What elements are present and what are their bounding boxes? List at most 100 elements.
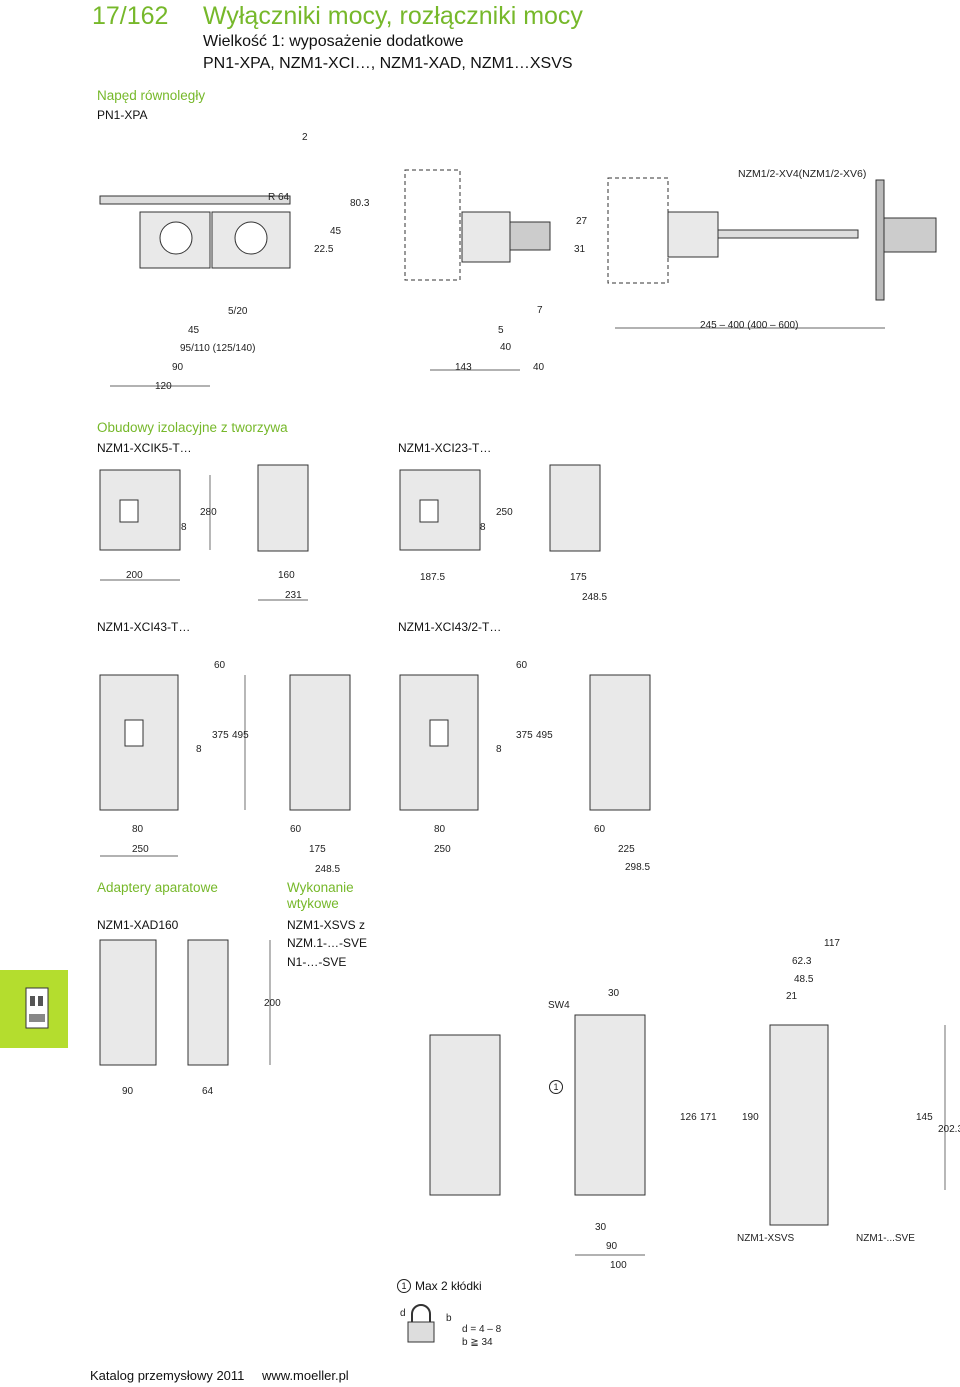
enclosure-xcik5-front [99,469,181,551]
dim-drive-13: 7 [537,305,543,316]
dim-d-2: 375 [516,730,533,741]
dim-d-7: 225 [618,844,635,855]
drive-shaft [717,229,859,239]
dim-b-0: 8 [480,522,486,533]
dim-c-2: 375 [212,730,229,741]
dim-drive-10: 90 [172,362,184,373]
dim-c-3: 495 [232,730,249,741]
enclosure-xci43-2-side [589,674,651,811]
dim-b-2: 187.5 [420,572,445,583]
dim-a-4: 231 [285,590,302,601]
dim-b-4: 248.5 [582,592,607,603]
dim-plugin-3: 48.5 [794,974,814,985]
padlock-icon [407,1304,435,1343]
dim-c-4: 80 [132,824,144,835]
plugin-front [574,1014,646,1196]
plugin-base-side [769,1024,829,1226]
dim-plugin-0: 30 [608,988,620,999]
dim-drive-9: 95/110 (125/140) [180,343,255,354]
footer-url[interactable]: www.moeller.pl [262,1368,349,1383]
dim-plugin-10: 30 [595,1222,607,1233]
page-number: 17/162 [92,2,169,30]
dim-plugin-7: 190 [742,1112,759,1123]
drive-side-breaker [404,169,461,281]
dim-plugin-9: 202.3 [938,1124,960,1135]
legend-line-2: b ≧ 34 [462,1337,493,1348]
dim-drive-5: 27 [576,216,588,227]
dim-adapter-1: 90 [122,1086,134,1097]
drive-knob-left [159,221,193,255]
legend-d-label: d [400,1308,406,1319]
model-pn1-xpa: PN1-XPA [97,108,148,122]
dim-a-3: 160 [278,570,295,581]
dim-a-1: 280 [200,507,217,518]
dim-b-3: 175 [570,572,587,583]
dim-d-1: 8 [496,744,502,755]
enclosure-xci23-side [549,464,601,552]
dim-d-5: 250 [434,844,451,855]
dim-drive-4: 80.3 [350,198,370,209]
adapter-front [99,939,157,1066]
dim-drive-15: 143 [455,362,472,373]
dim-drive-2: 22.5 [314,244,334,255]
dim-drive-12: 5 [498,325,504,336]
dim-plugin-12: 100 [610,1260,627,1271]
dim-plugin-6: 171 [700,1112,717,1123]
model-xci23: NZM1-XCI23-T… [398,441,492,455]
enclosure-xci43-side [289,674,351,811]
page-subtitle: Wielkość 1: wyposażenie dodatkowe [203,33,464,50]
dim-d-8: 298.5 [625,862,650,873]
drive-long-handle [667,211,719,258]
dim-c-6: 60 [290,824,302,835]
dim-c-8: 248.5 [315,864,340,875]
model-xcik5: NZM1-XCIK5-T… [97,441,192,455]
dim-drive-0: 2 [302,132,308,143]
legend-b-label: b [446,1313,452,1324]
dim-plugin-2: 62.3 [792,956,812,967]
dim-drive-3: 45 [330,226,342,237]
dim-d-0: 60 [516,660,528,671]
drive-long-knob [883,217,937,253]
section-heading-adapters: Adaptery aparatowe [97,880,218,895]
drive-bar [99,195,291,205]
enclosure-xcik5-side [257,464,309,552]
section-heading-plugin-2: wtykowe [287,896,339,911]
section-heading-drive: Napęd równoległy [97,88,206,103]
dim-plugin-8: 145 [916,1112,933,1123]
drive-breaker-right [211,211,291,269]
dim-c-0: 60 [214,660,226,671]
plugin-side [429,1034,501,1196]
section-heading-enclosures: Obudowy izolacyjne z tworzywa [97,420,288,435]
label-nzm1-sve: NZM1-...SVE [856,1233,915,1244]
plugin-line-2: NZM.1-…-SVE [287,936,368,950]
breaker-thumbnail-icon [25,987,49,1029]
dim-c-5: 250 [132,844,149,855]
model-xci43-2: NZM1-XCI43/2-T… [398,620,502,634]
chapter-tab [0,970,68,1048]
callout-1-marker: 1 [549,1080,563,1094]
plugin-line-1: NZM1-XSVS z [287,918,366,932]
label-sw4: SW4 [548,1000,570,1011]
drive-side-handle [461,211,511,263]
dim-plugin-5: 126 [680,1112,697,1123]
label-nzm1-xsvs: NZM1-XSVS [737,1233,795,1244]
legend-line-1: d = 4 – 8 [462,1324,502,1335]
drive-knob-right [234,221,268,255]
product-list: PN1-XPA, NZM1-XCI…, NZM1-XAD, NZM1…XSVS [203,55,573,72]
footer-catalog: Katalog przemysłowy 2011 [90,1368,245,1383]
dim-drive-6: 31 [574,244,586,255]
dim-plugin-4: 21 [786,991,798,1002]
dim-d-3: 495 [536,730,553,741]
legend-text: Max 2 kłódki [415,1279,482,1293]
dim-c-7: 175 [309,844,326,855]
dim-drive-1: R 64 [268,192,290,203]
dim-a-0: 8 [181,522,187,533]
adapter-side [187,939,229,1066]
page-title: Wyłączniki mocy, rozłączniki mocy [203,2,583,30]
callout-xv4: NZM1/2-XV4(NZM1/2-XV6) [738,168,867,180]
enclosure-xci23-front [399,469,481,551]
dim-drive-11: 120 [155,381,172,392]
dim-drive-8: 45 [188,325,200,336]
dim-drive-16: 40 [533,362,545,373]
